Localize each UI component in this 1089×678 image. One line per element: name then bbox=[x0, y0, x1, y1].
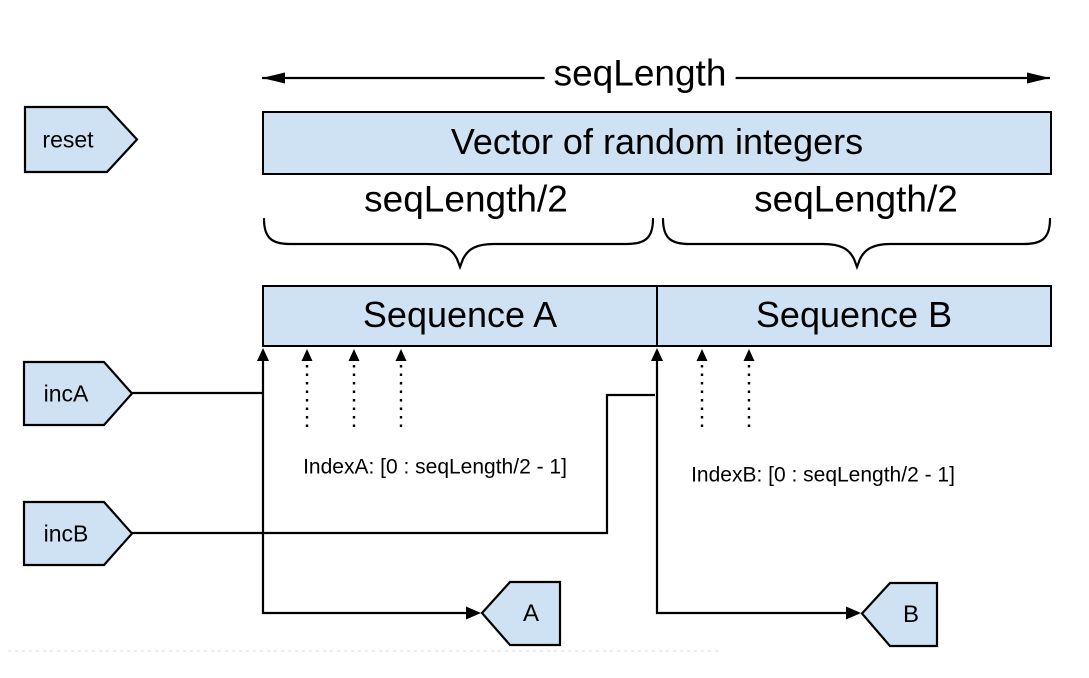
index-pointer-arrows-a bbox=[301, 349, 407, 427]
index-pointer-arrows-b bbox=[696, 349, 755, 427]
reset-port-shape bbox=[23, 105, 139, 174]
arrowhead-right-icon bbox=[1027, 72, 1050, 84]
inca-wire bbox=[131, 348, 481, 620]
vector-box-label: Vector of random integers bbox=[450, 121, 864, 162]
index-a-annotation: IndexA: [0 : seqLength/2 - 1] bbox=[303, 455, 567, 479]
sequence-b-label: Sequence B bbox=[755, 294, 953, 335]
incb-wire bbox=[131, 348, 861, 620]
out-b-port-label: B bbox=[902, 600, 920, 628]
seqlength-half-left-label: seqLength/2 bbox=[364, 178, 568, 220]
arrowhead-left-icon bbox=[262, 72, 285, 84]
sequence-a-box: Sequence A bbox=[262, 285, 658, 347]
seqlength-arrow-label: seqLength bbox=[544, 53, 736, 95]
out-a-port-shape bbox=[480, 580, 562, 647]
incb-port-shape bbox=[22, 500, 134, 567]
out-a-port-label: A bbox=[522, 599, 540, 627]
index-b-annotation: IndexB: [0 : seqLength/2 - 1] bbox=[691, 463, 955, 487]
arrowhead-up-icon bbox=[651, 348, 663, 361]
arrowhead-right-icon bbox=[466, 606, 481, 620]
sequence-a-label: Sequence A bbox=[362, 294, 558, 335]
inca-port-label: incA bbox=[43, 380, 89, 407]
incb-port-label: incB bbox=[43, 520, 89, 547]
seqlength-half-right-label: seqLength/2 bbox=[754, 178, 958, 220]
reset-port-label: reset bbox=[42, 126, 94, 153]
sequence-b-box: Sequence B bbox=[656, 285, 1052, 347]
arrowhead-right-icon bbox=[846, 606, 861, 620]
inca-port-shape bbox=[22, 360, 134, 427]
brace-left-half bbox=[262, 217, 655, 271]
arrowhead-up-icon bbox=[257, 348, 269, 361]
vector-box: Vector of random integers bbox=[262, 111, 1052, 175]
out-b-port-shape bbox=[860, 581, 939, 648]
brace-right-half bbox=[661, 217, 1052, 271]
